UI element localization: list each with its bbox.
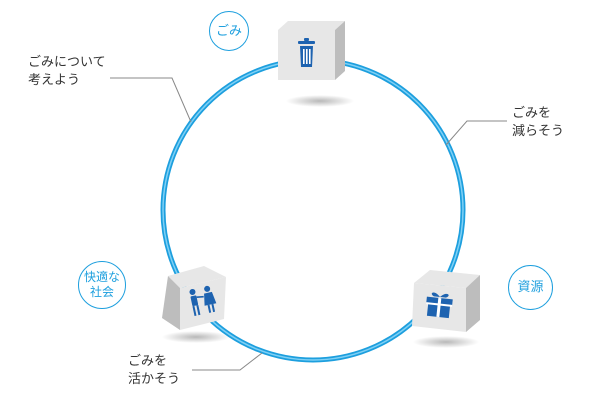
node-label-resources: 資源 xyxy=(517,280,544,295)
node-label-garbage: ごみ xyxy=(215,23,242,39)
callout-think: ごみについて 考えよう xyxy=(28,55,106,88)
gift-box-icon xyxy=(426,292,453,319)
garbage-cube xyxy=(278,21,354,107)
trash-can-icon xyxy=(298,38,315,67)
resources-cube xyxy=(412,270,480,348)
society-cube xyxy=(162,266,230,343)
node-badge-society: 快適な 社会 xyxy=(78,261,126,309)
callout-reuse: ごみを 活かそう xyxy=(128,354,181,387)
leader-line-think xyxy=(110,77,192,123)
leader-line-reduce xyxy=(445,120,507,146)
node-badge-resources: 資源 xyxy=(508,265,553,310)
people-icon xyxy=(189,285,217,317)
callout-reduce: ごみを 減らそう xyxy=(512,106,565,139)
leader-line-reuse xyxy=(192,352,263,371)
node-badge-garbage: ごみ xyxy=(209,11,249,51)
node-label-society: 快適な 社会 xyxy=(83,270,120,299)
